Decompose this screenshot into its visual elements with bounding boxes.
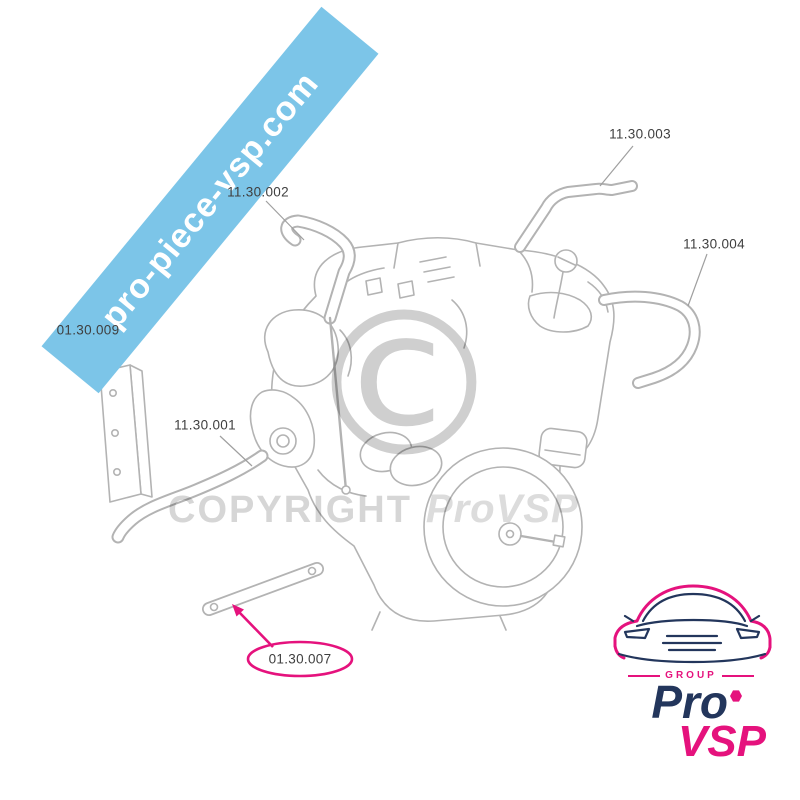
hex-nut-icon xyxy=(730,690,742,702)
car-outline-icon xyxy=(613,584,771,664)
part-label-01-30-007: 01.30.007 xyxy=(268,651,332,667)
copyright-watermark: COPYRIGHT ProVSP xyxy=(168,487,579,532)
logo-brand-pro: Pro xyxy=(651,679,742,725)
highlight-arrow-line xyxy=(238,611,274,648)
flywheel-pulley xyxy=(423,447,583,607)
hose-11-30-004 xyxy=(598,290,701,389)
part-label-01-30-009: 01.30.009 xyxy=(56,322,120,338)
bracket-01-30-007 xyxy=(202,562,324,616)
logo-group-label: GROUP xyxy=(665,670,717,681)
logo-brand-pro-text: Pro xyxy=(651,676,728,728)
hose-11-30-003 xyxy=(514,180,638,253)
provsp-logo: GROUP Pro VSP xyxy=(600,576,782,766)
part-label-11-30-004: 11.30.004 xyxy=(683,236,745,252)
cylinder-ports xyxy=(359,431,443,487)
logo-group-row: GROUP xyxy=(628,670,755,681)
bracket-01-30-009 xyxy=(99,364,153,503)
logo-group-rule-left xyxy=(628,674,661,677)
copyright-watermark-text: COPYRIGHT xyxy=(168,489,412,531)
part-label-11-30-001: 11.30.001 xyxy=(174,417,236,433)
part-highlight xyxy=(232,604,354,678)
logo-brand-vsp: VSP xyxy=(677,716,766,766)
logo-group-rule-right xyxy=(721,674,755,677)
starter-motor xyxy=(538,427,588,469)
oil-dipstick xyxy=(527,249,593,333)
hose-11-30-002 xyxy=(280,214,356,495)
copyright-symbol-watermark: © xyxy=(304,270,504,503)
highlight-arrowhead xyxy=(232,604,244,617)
part-label-11-30-002: 11.30.002 xyxy=(227,184,289,200)
part-label-11-30-003: 11.30.003 xyxy=(609,126,671,142)
copyright-watermark-brand: ProVSP xyxy=(425,487,579,531)
hose-11-30-001 xyxy=(111,449,269,544)
highlight-ellipse xyxy=(246,640,354,678)
carburetor-area xyxy=(249,309,339,468)
